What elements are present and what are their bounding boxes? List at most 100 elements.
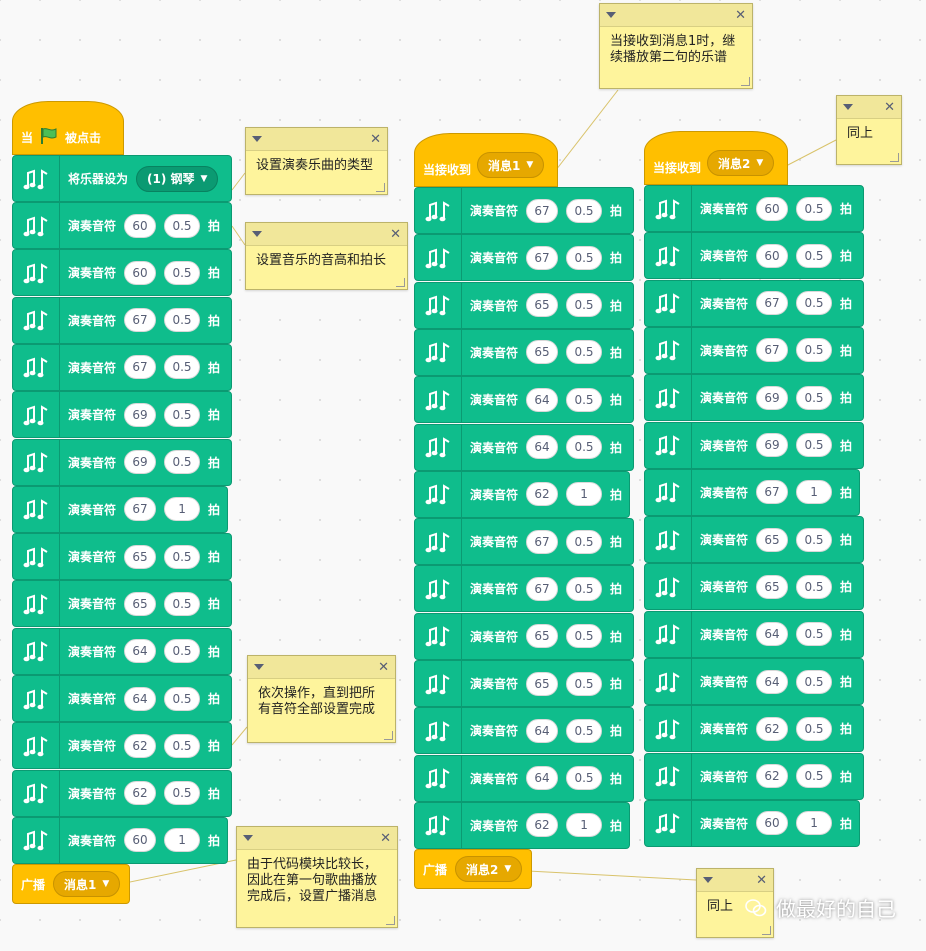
comment-same-as-above-2[interactable]: ✕ 同上 — [696, 868, 774, 938]
note-beats-input[interactable]: 0.5 — [566, 718, 603, 743]
note-beats-input[interactable]: 0.5 — [796, 243, 833, 268]
note-pitch-input[interactable]: 67 — [526, 198, 559, 223]
note-pitch-input[interactable]: 67 — [124, 308, 157, 333]
note-pitch-input[interactable]: 60 — [756, 811, 789, 836]
note-beats-input[interactable]: 1 — [164, 497, 201, 522]
comment-text[interactable]: 由于代码模块比较长，因此在第一句歌曲播放完成后，设置广播消息 — [247, 857, 378, 904]
note-beats-input[interactable]: 0.5 — [796, 433, 833, 457]
note-beats-input[interactable]: 0.5 — [164, 402, 201, 427]
note-pitch-input[interactable]: 64 — [526, 766, 559, 791]
note-beats-input[interactable]: 0.5 — [566, 387, 603, 412]
note-pitch-input[interactable]: 65 — [124, 591, 157, 616]
close-icon[interactable]: ✕ — [370, 131, 381, 147]
resize-handle-icon[interactable] — [384, 731, 393, 740]
note-pitch-input[interactable]: 69 — [756, 385, 789, 410]
note-pitch-input[interactable]: 60 — [124, 828, 157, 853]
collapse-triangle-icon[interactable] — [606, 12, 616, 18]
note-beats-input[interactable]: 0.5 — [164, 544, 201, 569]
resize-handle-icon[interactable] — [762, 926, 771, 935]
comment-repeat-steps[interactable]: ✕ 依次操作，直到把所有音符全部设置完成 — [247, 655, 396, 743]
note-pitch-input[interactable]: 60 — [124, 260, 157, 285]
note-pitch-input[interactable]: 64 — [124, 639, 157, 664]
comment-header[interactable]: ✕ — [837, 96, 901, 119]
note-beats-input[interactable]: 0.5 — [164, 260, 201, 285]
note-pitch-input[interactable]: 65 — [526, 340, 559, 365]
note-beats-input[interactable]: 0.5 — [566, 766, 603, 791]
note-pitch-input[interactable]: 67 — [756, 338, 789, 363]
note-beats-input[interactable]: 0.5 — [566, 435, 603, 459]
note-pitch-input[interactable]: 65 — [124, 544, 157, 569]
note-pitch-input[interactable]: 62 — [526, 482, 559, 507]
note-pitch-input[interactable]: 62 — [124, 733, 157, 758]
comment-header[interactable]: ✕ — [600, 4, 752, 27]
note-beats-input[interactable]: 0.5 — [164, 213, 201, 238]
note-pitch-input[interactable]: 69 — [756, 433, 789, 457]
note-pitch-input[interactable]: 64 — [526, 387, 559, 412]
note-beats-input[interactable]: 0.5 — [796, 385, 833, 410]
broadcast-dropdown[interactable]: 消息1 ▼ — [53, 871, 121, 897]
note-beats-input[interactable]: 1 — [796, 480, 833, 505]
note-beats-input[interactable]: 0.5 — [566, 671, 603, 696]
when-flag-clicked-hat[interactable]: 当 被点击 — [12, 101, 124, 155]
note-beats-input[interactable]: 1 — [164, 828, 201, 853]
comment-text[interactable]: 设置演奏乐曲的类型 — [256, 158, 374, 173]
broadcast-block-msg1[interactable]: 广播 消息1 ▼ — [12, 864, 130, 904]
note-pitch-input[interactable]: 67 — [756, 480, 789, 505]
note-pitch-input[interactable]: 69 — [124, 402, 157, 427]
note-pitch-input[interactable]: 65 — [526, 624, 559, 649]
resize-handle-icon[interactable] — [376, 183, 385, 192]
note-beats-input[interactable]: 0.5 — [164, 733, 201, 758]
resize-handle-icon[interactable] — [396, 278, 405, 287]
note-pitch-input[interactable]: 62 — [526, 813, 559, 838]
note-beats-input[interactable]: 0.5 — [796, 527, 833, 552]
comment-text[interactable]: 同上 — [847, 126, 874, 141]
comment-header[interactable]: ✕ — [246, 223, 407, 246]
note-beats-input[interactable]: 0.5 — [566, 340, 603, 365]
broadcast-dropdown[interactable]: 消息2 ▼ — [455, 856, 523, 882]
comment-header[interactable]: ✕ — [697, 869, 773, 892]
note-pitch-input[interactable]: 60 — [756, 196, 789, 221]
note-beats-input[interactable]: 0.5 — [796, 716, 833, 741]
note-pitch-input[interactable]: 64 — [526, 718, 559, 743]
collapse-triangle-icon[interactable] — [252, 136, 262, 142]
close-icon[interactable]: ✕ — [884, 99, 895, 115]
note-pitch-input[interactable]: 67 — [526, 529, 559, 554]
close-icon[interactable]: ✕ — [390, 226, 401, 242]
comment-header[interactable]: ✕ — [246, 128, 387, 151]
note-beats-input[interactable]: 0.5 — [164, 639, 201, 664]
comment-receive-msg1[interactable]: ✕ 当接收到消息1时，继续播放第二句的乐谱 — [599, 3, 753, 89]
note-beats-input[interactable]: 0.5 — [796, 338, 833, 363]
receive-dropdown[interactable]: 消息1 ▼ — [477, 152, 545, 178]
note-pitch-input[interactable]: 65 — [756, 574, 789, 599]
note-pitch-input[interactable]: 64 — [756, 622, 789, 647]
note-beats-input[interactable]: 1 — [566, 813, 603, 838]
comment-text[interactable]: 设置音乐的音高和拍长 — [256, 253, 387, 268]
note-pitch-input[interactable]: 62 — [124, 781, 157, 806]
note-pitch-input[interactable]: 67 — [756, 291, 789, 316]
note-beats-input[interactable]: 0.5 — [796, 574, 833, 599]
note-pitch-input[interactable]: 67 — [124, 497, 157, 522]
close-icon[interactable]: ✕ — [378, 659, 389, 675]
note-pitch-input[interactable]: 69 — [124, 450, 157, 474]
